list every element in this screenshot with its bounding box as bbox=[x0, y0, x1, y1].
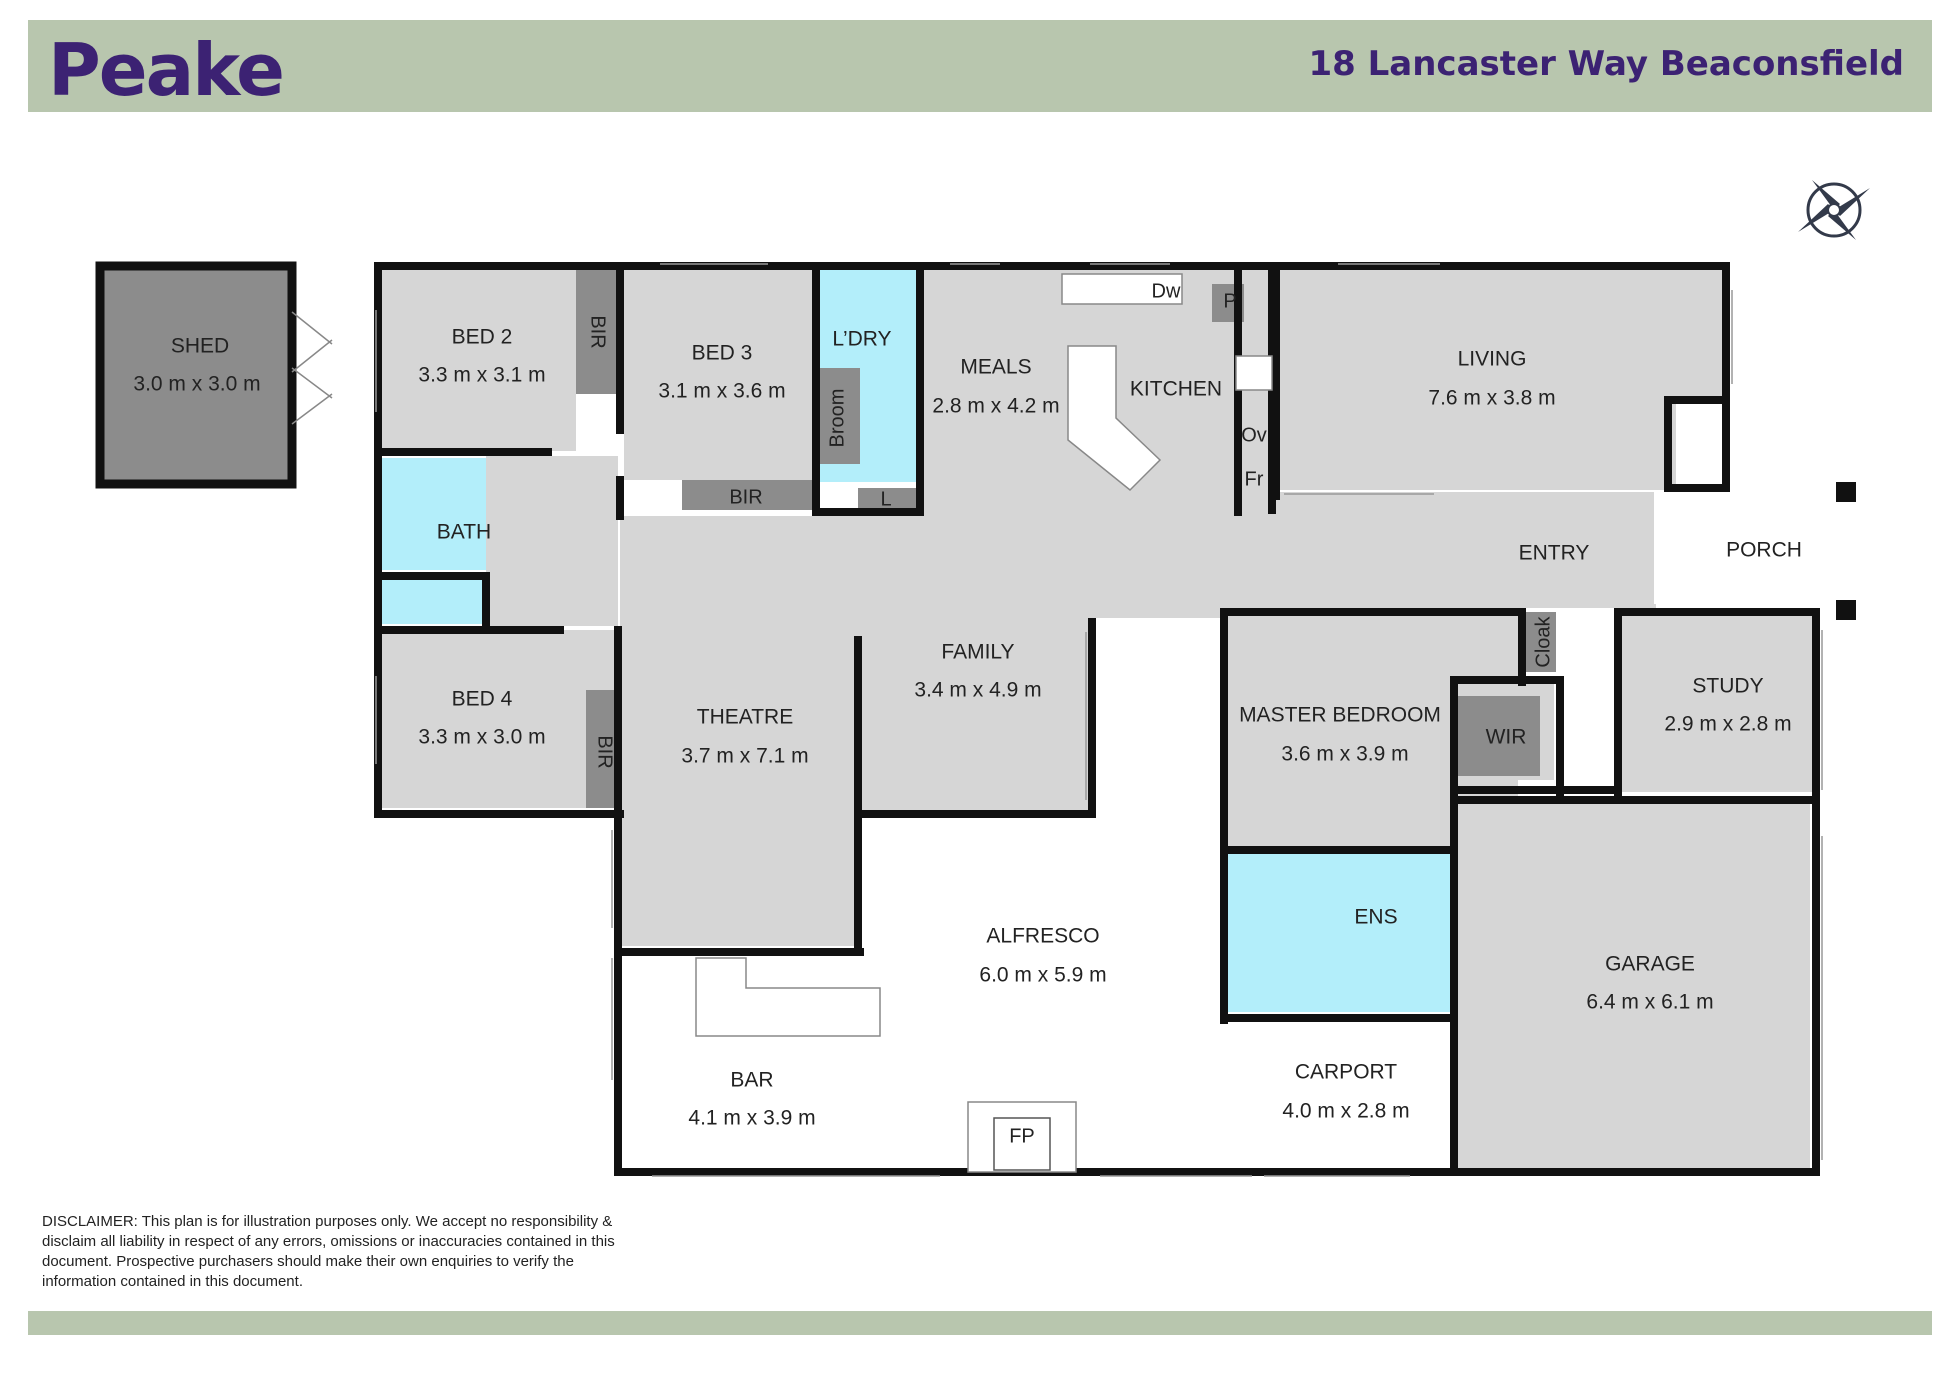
laundry-name: L’DRY bbox=[832, 328, 891, 351]
ens-name: ENS bbox=[1354, 906, 1397, 929]
bed3-size: 3.1 m x 3.6 m bbox=[658, 380, 785, 403]
theatre-size: 3.7 m x 7.1 m bbox=[681, 745, 808, 768]
carport-name: CARPORT bbox=[1295, 1061, 1397, 1084]
entry-name: ENTRY bbox=[1519, 542, 1590, 565]
fireplace-label: FP bbox=[1009, 1125, 1035, 1147]
garage-size: 6.4 m x 6.1 m bbox=[1586, 991, 1713, 1014]
kitchen-name: KITCHEN bbox=[1130, 378, 1222, 401]
master-size: 3.6 m x 3.9 m bbox=[1281, 743, 1408, 766]
family-size: 3.4 m x 4.9 m bbox=[914, 679, 1041, 702]
master-name: MASTER BEDROOM bbox=[1239, 704, 1441, 727]
alfresco-size: 6.0 m x 5.9 m bbox=[979, 964, 1106, 987]
bed2-size: 3.3 m x 3.1 m bbox=[418, 364, 545, 387]
carport-size: 4.0 m x 2.8 m bbox=[1282, 1100, 1409, 1123]
dishwasher-label: Dw bbox=[1152, 280, 1181, 302]
family-name: FAMILY bbox=[941, 641, 1014, 664]
compass-icon bbox=[1798, 180, 1870, 240]
bath-name: BATH bbox=[437, 521, 491, 544]
garage-name: GARAGE bbox=[1605, 953, 1695, 976]
footer-band bbox=[28, 1311, 1932, 1335]
bed4-name: BED 4 bbox=[452, 688, 513, 711]
bed4-size: 3.3 m x 3.0 m bbox=[418, 726, 545, 749]
wir-name: WIR bbox=[1486, 726, 1527, 749]
alfresco-name: ALFRESCO bbox=[986, 925, 1099, 948]
disclaimer-text: DISCLAIMER: This plan is for illustratio… bbox=[42, 1213, 615, 1290]
bed2-name: BED 2 bbox=[452, 326, 513, 349]
bar-size: 4.1 m x 3.9 m bbox=[688, 1107, 815, 1130]
meals-size: 2.8 m x 4.2 m bbox=[932, 395, 1059, 418]
fridge-label: Fr bbox=[1245, 468, 1264, 490]
bed3-name: BED 3 bbox=[692, 342, 753, 365]
oven-label: Ov bbox=[1241, 424, 1267, 446]
shed-name: SHED bbox=[171, 335, 229, 358]
brand-logo: Peake bbox=[48, 28, 285, 112]
linen-label: L bbox=[880, 488, 891, 510]
living-size: 7.6 m x 3.8 m bbox=[1428, 387, 1555, 410]
bed3-bir-label: BIR bbox=[729, 486, 762, 508]
study-size: 2.9 m x 2.8 m bbox=[1664, 713, 1791, 736]
living-name: LIVING bbox=[1458, 348, 1527, 371]
shed-size: 3.0 m x 3.0 m bbox=[133, 373, 260, 396]
meals-name: MEALS bbox=[960, 356, 1031, 379]
header-band: Peake 18 Lancaster Way Beaconsfield bbox=[28, 20, 1932, 112]
broom-label: Broom bbox=[826, 389, 848, 448]
shed-room bbox=[95, 261, 297, 489]
property-address: 18 Lancaster Way Beaconsfield bbox=[1308, 44, 1904, 84]
study-name: STUDY bbox=[1692, 675, 1763, 698]
pantry-label: P bbox=[1223, 290, 1236, 312]
theatre-name: THEATRE bbox=[697, 706, 793, 729]
cloak-label: Cloak bbox=[1532, 615, 1554, 667]
bed4-bir-label: BIR bbox=[594, 735, 616, 768]
bed2-bir-label: BIR bbox=[587, 315, 609, 348]
porch-name: PORCH bbox=[1726, 539, 1802, 562]
bar-name: BAR bbox=[730, 1069, 773, 1092]
